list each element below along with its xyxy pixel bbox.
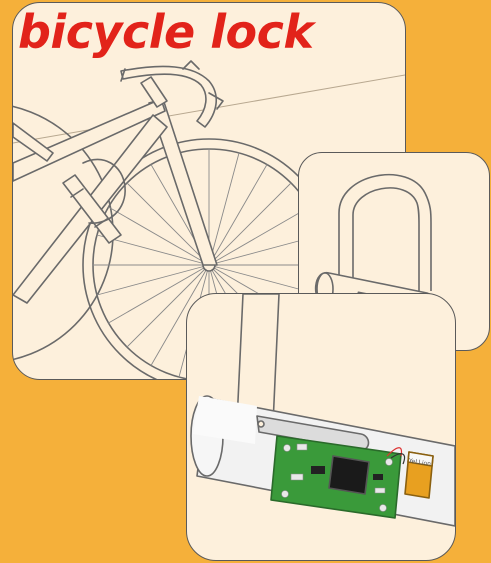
spoke bbox=[209, 165, 267, 266]
spoke bbox=[209, 207, 310, 265]
lock-internals-illustration: YeLLion bbox=[187, 294, 455, 560]
spoke bbox=[97, 265, 209, 295]
microchip bbox=[329, 456, 369, 494]
page-title: bicycle lock bbox=[18, 0, 313, 64]
stem bbox=[141, 77, 167, 107]
spoke bbox=[209, 153, 239, 265]
spoke bbox=[209, 183, 291, 265]
lock-internals-panel: YeLLion bbox=[186, 293, 456, 561]
